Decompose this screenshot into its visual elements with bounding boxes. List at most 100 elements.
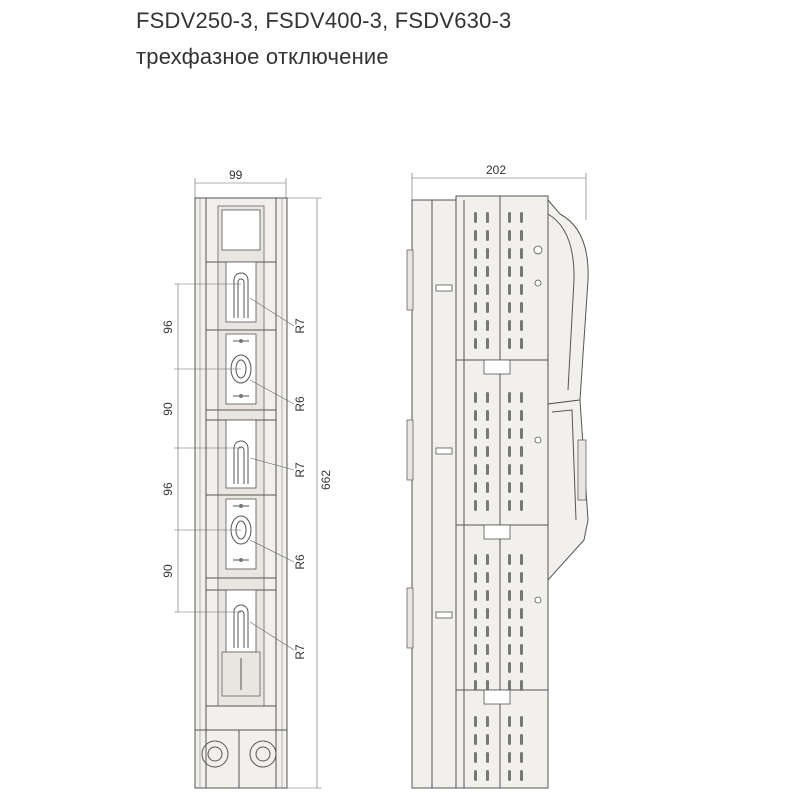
vent-slot xyxy=(508,320,511,331)
vent-slot xyxy=(474,392,477,403)
side-clip-2 xyxy=(406,419,414,481)
vent-slot xyxy=(520,572,523,583)
vent-slot xyxy=(486,266,489,277)
vent-slot xyxy=(474,338,477,349)
vent-slot xyxy=(508,608,511,619)
vent-slot xyxy=(520,446,523,457)
vent-slot xyxy=(486,410,489,421)
front-segment-lines xyxy=(206,261,276,707)
front-top-window xyxy=(221,209,261,251)
vent-slot xyxy=(508,662,511,673)
front-terminal-left xyxy=(201,740,229,768)
pitch-label-2: 90 xyxy=(161,402,175,416)
vent-slot xyxy=(520,302,523,313)
front-slot-contact-1 xyxy=(225,261,257,323)
pitch-label-4: 90 xyxy=(161,564,175,578)
front-oval-contact-2 xyxy=(225,498,257,570)
side-indicator-2 xyxy=(534,279,542,287)
front-pitch-dimensions xyxy=(174,283,241,613)
side-handle-grip xyxy=(577,439,587,501)
side-base xyxy=(411,199,457,789)
vent-slot xyxy=(520,500,523,511)
vent-slot xyxy=(474,500,477,511)
side-latch-2 xyxy=(483,524,511,540)
vent-slot xyxy=(520,320,523,331)
vent-slot xyxy=(486,338,489,349)
drawing-title: FSDV250-3, FSDV400-3, FSDV630-3 xyxy=(136,8,512,33)
vent-slot xyxy=(520,464,523,475)
vent-slot xyxy=(486,662,489,673)
vent-slot xyxy=(508,554,511,565)
vent-slot xyxy=(520,338,523,349)
vent-slot xyxy=(508,482,511,493)
vent-slot xyxy=(486,212,489,223)
vent-slot xyxy=(508,464,511,475)
radius-label-1: R7 xyxy=(293,318,307,334)
vent-slot xyxy=(520,770,523,781)
side-clip-3 xyxy=(406,587,414,649)
vent-slot xyxy=(486,284,489,295)
vent-slot xyxy=(520,734,523,745)
vent-slot xyxy=(508,590,511,601)
front-height-label: 662 xyxy=(319,470,333,490)
drawing-subtitle: трехфазное отключение xyxy=(136,44,389,69)
side-vent-slots xyxy=(474,212,523,781)
vent-slot xyxy=(474,428,477,439)
vent-slot xyxy=(520,644,523,655)
vent-slot xyxy=(508,410,511,421)
vent-slot xyxy=(520,680,523,691)
pitch-label-1: 96 xyxy=(161,320,175,334)
vent-slot xyxy=(486,644,489,655)
front-view: 99 xyxy=(161,168,333,789)
vent-slot xyxy=(520,410,523,421)
vent-slot xyxy=(508,248,511,259)
vent-slot xyxy=(474,302,477,313)
vent-slot xyxy=(474,770,477,781)
vent-slot xyxy=(520,482,523,493)
vent-slot xyxy=(520,590,523,601)
vent-slot xyxy=(474,464,477,475)
front-slot-contact-3 xyxy=(225,589,257,653)
vent-slot xyxy=(508,392,511,403)
vent-slot xyxy=(486,302,489,313)
vent-slot xyxy=(508,266,511,277)
vent-slot xyxy=(520,392,523,403)
vent-slot xyxy=(474,446,477,457)
vent-slot xyxy=(474,410,477,421)
vent-slot xyxy=(474,608,477,619)
vent-slot xyxy=(486,716,489,727)
vent-slot xyxy=(508,212,511,223)
vent-slot xyxy=(486,320,489,331)
side-handle-upper xyxy=(547,198,589,405)
vent-slot xyxy=(508,626,511,637)
vent-slot xyxy=(474,554,477,565)
vent-slot xyxy=(520,230,523,241)
side-indicator-3 xyxy=(534,436,542,444)
vent-slot xyxy=(486,392,489,403)
vent-slot xyxy=(486,500,489,511)
front-width-label: 99 xyxy=(229,168,243,182)
vent-slot xyxy=(486,752,489,763)
vent-slot xyxy=(508,284,511,295)
vent-slot xyxy=(520,284,523,295)
vent-slot xyxy=(474,626,477,637)
vent-slot xyxy=(486,770,489,781)
side-width-label: 202 xyxy=(486,163,506,177)
side-contact-brackets xyxy=(435,284,453,619)
side-latch-1 xyxy=(483,359,511,375)
vent-slot xyxy=(508,770,511,781)
vent-slot xyxy=(508,230,511,241)
side-clip-1 xyxy=(406,249,414,311)
vent-slot xyxy=(508,716,511,727)
vent-slot xyxy=(520,608,523,619)
side-indicator-1 xyxy=(533,245,543,255)
vent-slot xyxy=(474,230,477,241)
vent-slot xyxy=(508,644,511,655)
vent-slot xyxy=(520,266,523,277)
vent-slot xyxy=(474,248,477,259)
vent-slot xyxy=(486,680,489,691)
radius-label-5: R7 xyxy=(293,644,307,660)
vent-slot xyxy=(474,662,477,673)
vent-slot xyxy=(474,680,477,691)
